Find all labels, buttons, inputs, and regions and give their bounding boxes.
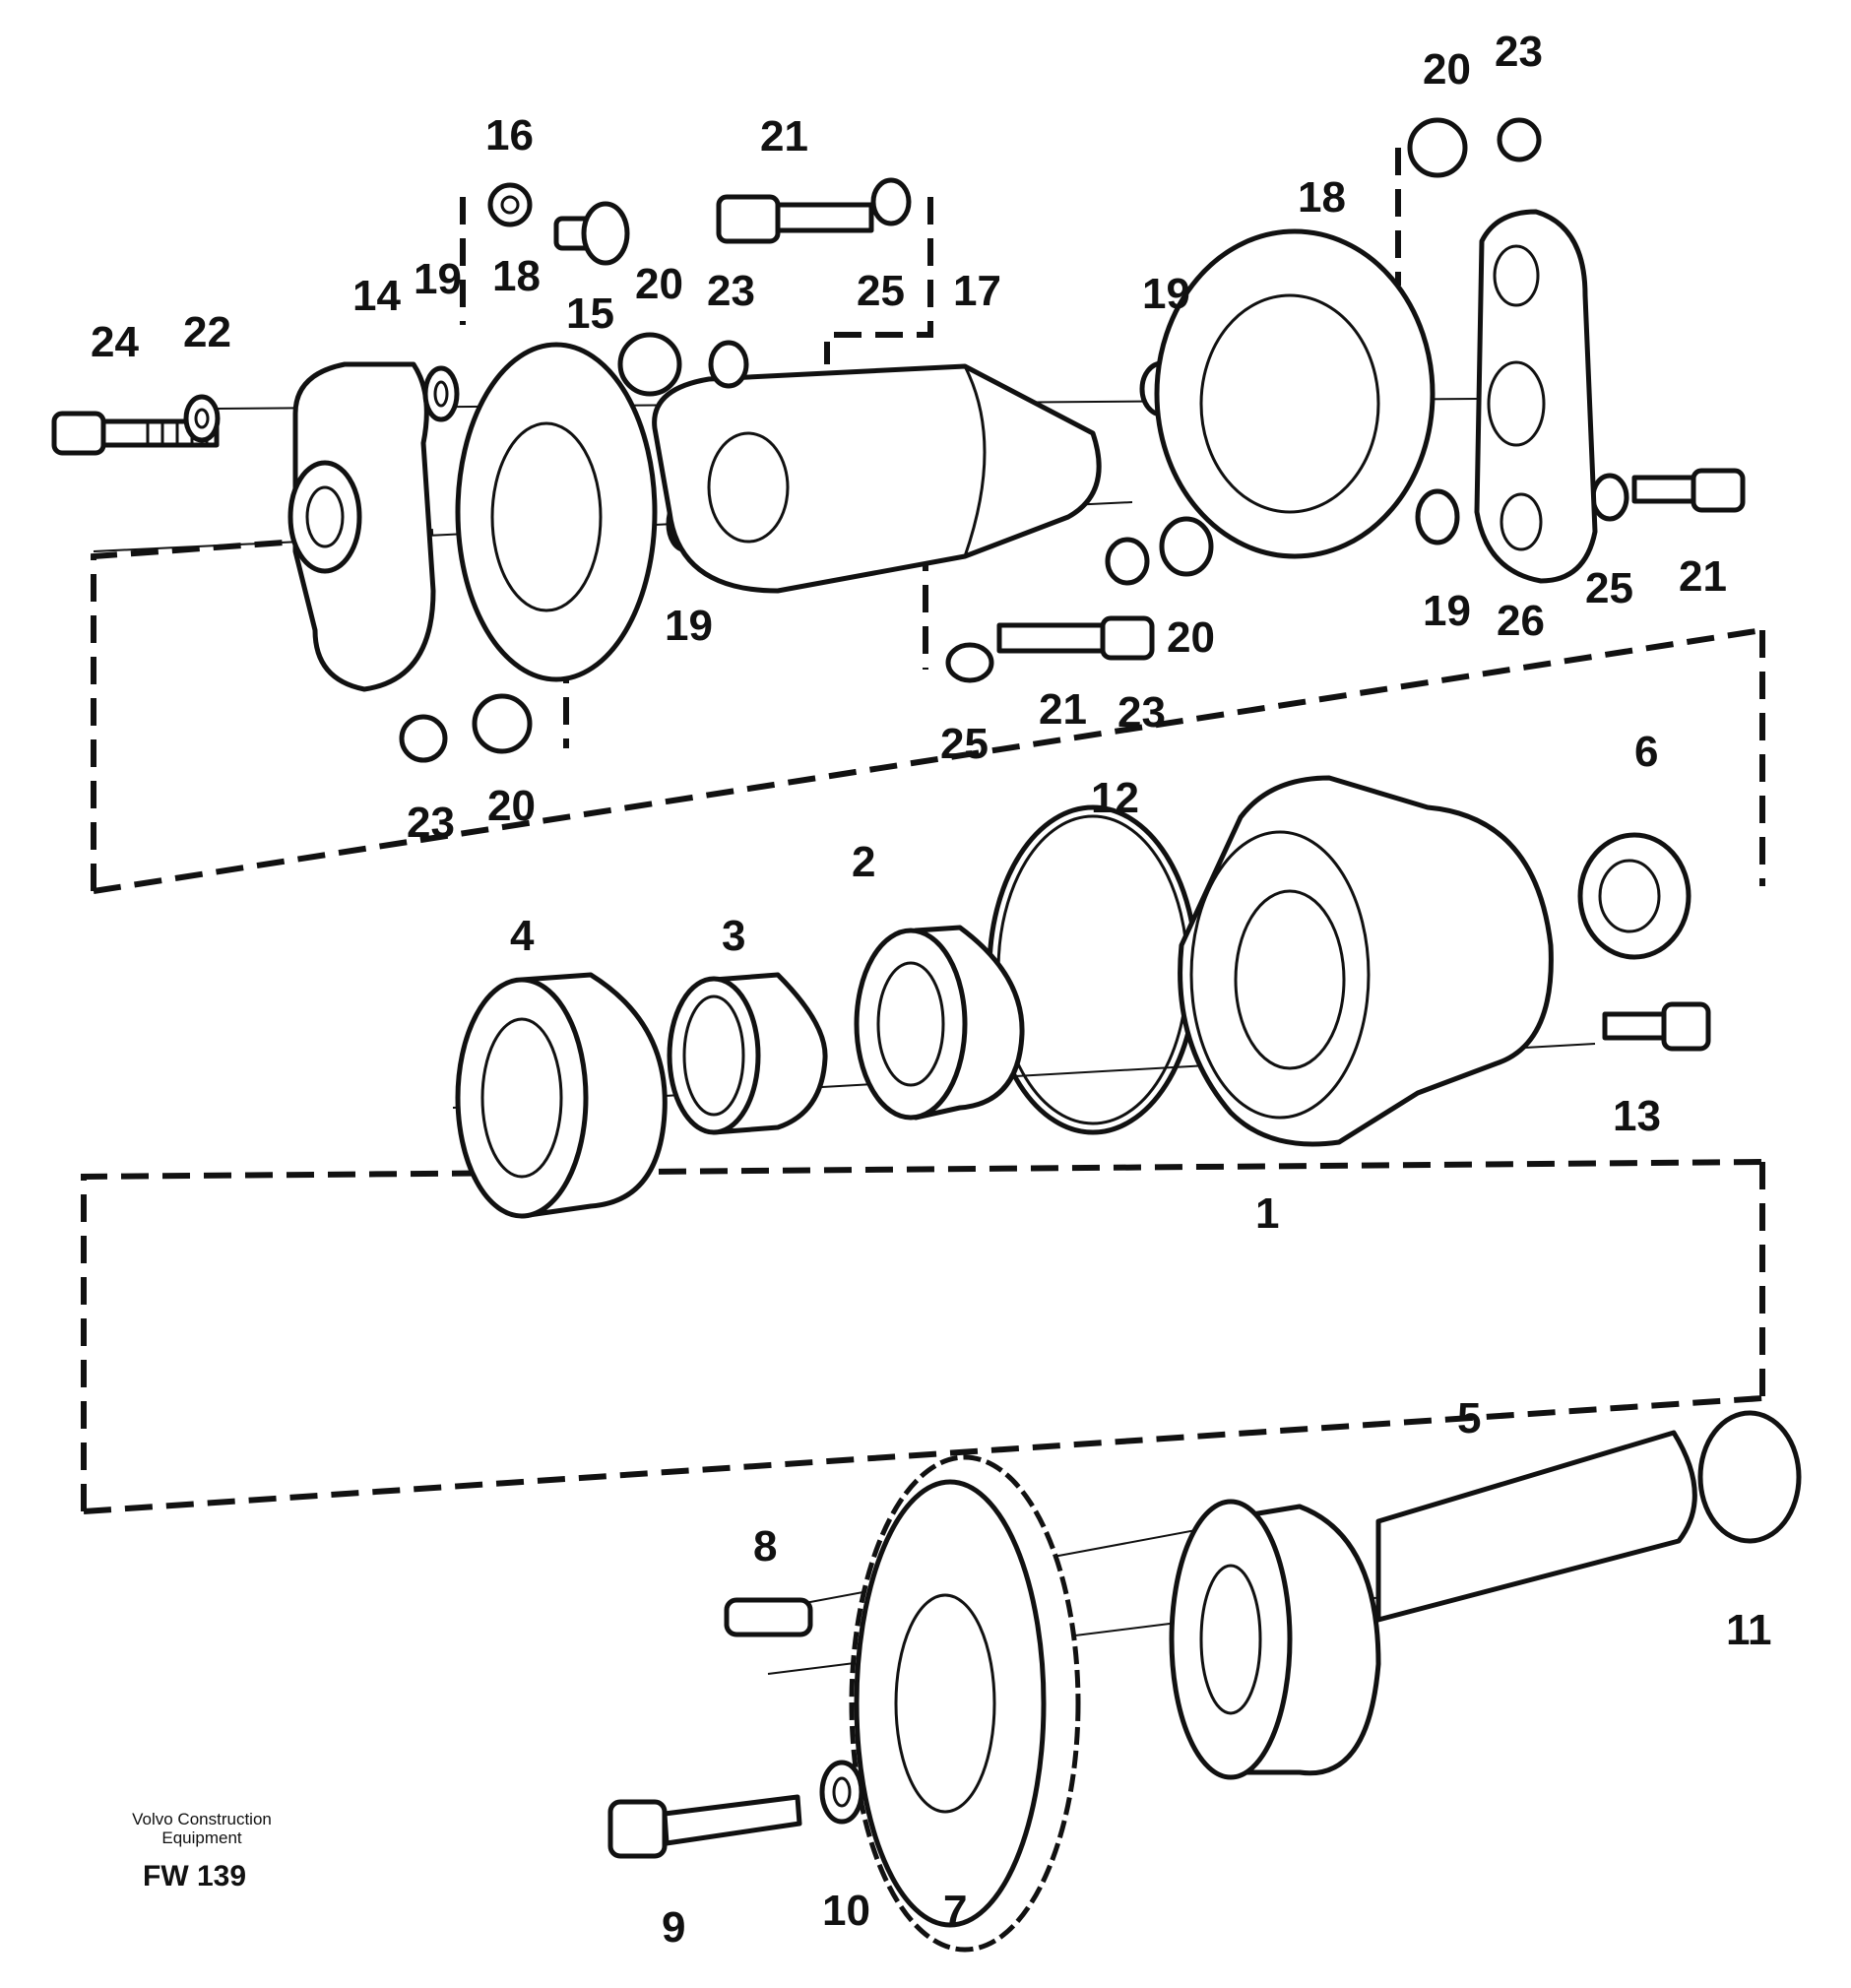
label-19a: 19 <box>414 255 462 303</box>
seal-6 <box>1577 832 1691 960</box>
label-18b: 18 <box>1298 173 1346 222</box>
gear-7 <box>849 1454 1081 1953</box>
label-25a: 25 <box>857 267 905 315</box>
maker-line-1: Volvo Construction <box>132 1810 272 1828</box>
sleeve-3 <box>667 972 828 1135</box>
label-20d: 20 <box>1423 45 1471 94</box>
label-24: 24 <box>91 318 139 366</box>
label-6: 6 <box>1634 728 1658 776</box>
bolt-21 <box>716 194 1746 661</box>
nut-23 <box>399 117 1542 763</box>
nut-20 <box>472 117 1468 754</box>
washer-25 <box>870 177 1629 683</box>
label-2: 2 <box>852 838 875 886</box>
label-15: 15 <box>566 289 614 338</box>
washer-16 <box>487 182 533 227</box>
label-4: 4 <box>510 912 535 960</box>
label-14: 14 <box>352 272 401 320</box>
circlip-11 <box>1697 1410 1802 1544</box>
label-5: 5 <box>1457 1394 1481 1443</box>
washer-10 <box>819 1760 864 1825</box>
figure-code: FW 139 <box>143 1860 246 1892</box>
plug-15 <box>553 201 630 266</box>
shaft-5 <box>1169 1430 1697 1780</box>
label-11: 11 <box>1726 1606 1772 1654</box>
label-20c: 20 <box>487 782 536 830</box>
gasket-18-right <box>1154 228 1436 559</box>
label-18a: 18 <box>492 252 541 300</box>
label-21b: 21 <box>1039 685 1087 734</box>
label-20b: 20 <box>1167 613 1215 662</box>
bolt-13 <box>1602 1001 1711 1052</box>
part-labels: 1 2 3 4 5 6 7 8 9 10 11 12 13 14 15 16 1… <box>91 28 1772 1952</box>
label-3: 3 <box>722 912 745 960</box>
label-9: 9 <box>662 1903 685 1952</box>
label-22: 22 <box>183 308 231 356</box>
bracket-14 <box>287 361 436 692</box>
label-8: 8 <box>753 1522 777 1571</box>
bearing-4 <box>455 972 668 1219</box>
maker-line-2: Equipment <box>161 1828 242 1847</box>
label-23b: 23 <box>1117 688 1166 737</box>
cover-26 <box>1474 209 1598 584</box>
label-19c: 19 <box>1142 270 1190 318</box>
label-21a: 21 <box>760 112 808 160</box>
label-23c: 23 <box>407 799 455 847</box>
label-7: 7 <box>943 1887 967 1935</box>
label-19b: 19 <box>665 602 713 650</box>
label-1: 1 <box>1255 1189 1279 1238</box>
label-20a: 20 <box>635 260 683 308</box>
dowel-8 <box>724 1597 813 1637</box>
label-25b: 25 <box>940 720 989 768</box>
label-12: 12 <box>1091 774 1139 822</box>
housing-17 <box>652 363 1102 594</box>
gasket-18-left <box>455 342 658 682</box>
label-10: 10 <box>822 1887 870 1935</box>
label-23d: 23 <box>1495 28 1543 76</box>
label-13: 13 <box>1613 1092 1661 1140</box>
bolt-9 <box>607 1794 802 1859</box>
o-ring-12 <box>987 804 1199 1135</box>
label-23a: 23 <box>707 267 755 315</box>
hub-housing-1 <box>1178 775 1554 1147</box>
washer-22 <box>183 394 221 443</box>
label-25c: 25 <box>1585 564 1633 612</box>
bearing-2 <box>854 925 1025 1121</box>
footer: Volvo Construction Equipment FW 139 <box>132 1810 272 1892</box>
label-16: 16 <box>485 111 534 160</box>
label-17: 17 <box>953 267 1001 315</box>
label-26: 26 <box>1497 597 1545 645</box>
label-19d: 19 <box>1423 587 1471 635</box>
label-21c: 21 <box>1679 552 1727 601</box>
